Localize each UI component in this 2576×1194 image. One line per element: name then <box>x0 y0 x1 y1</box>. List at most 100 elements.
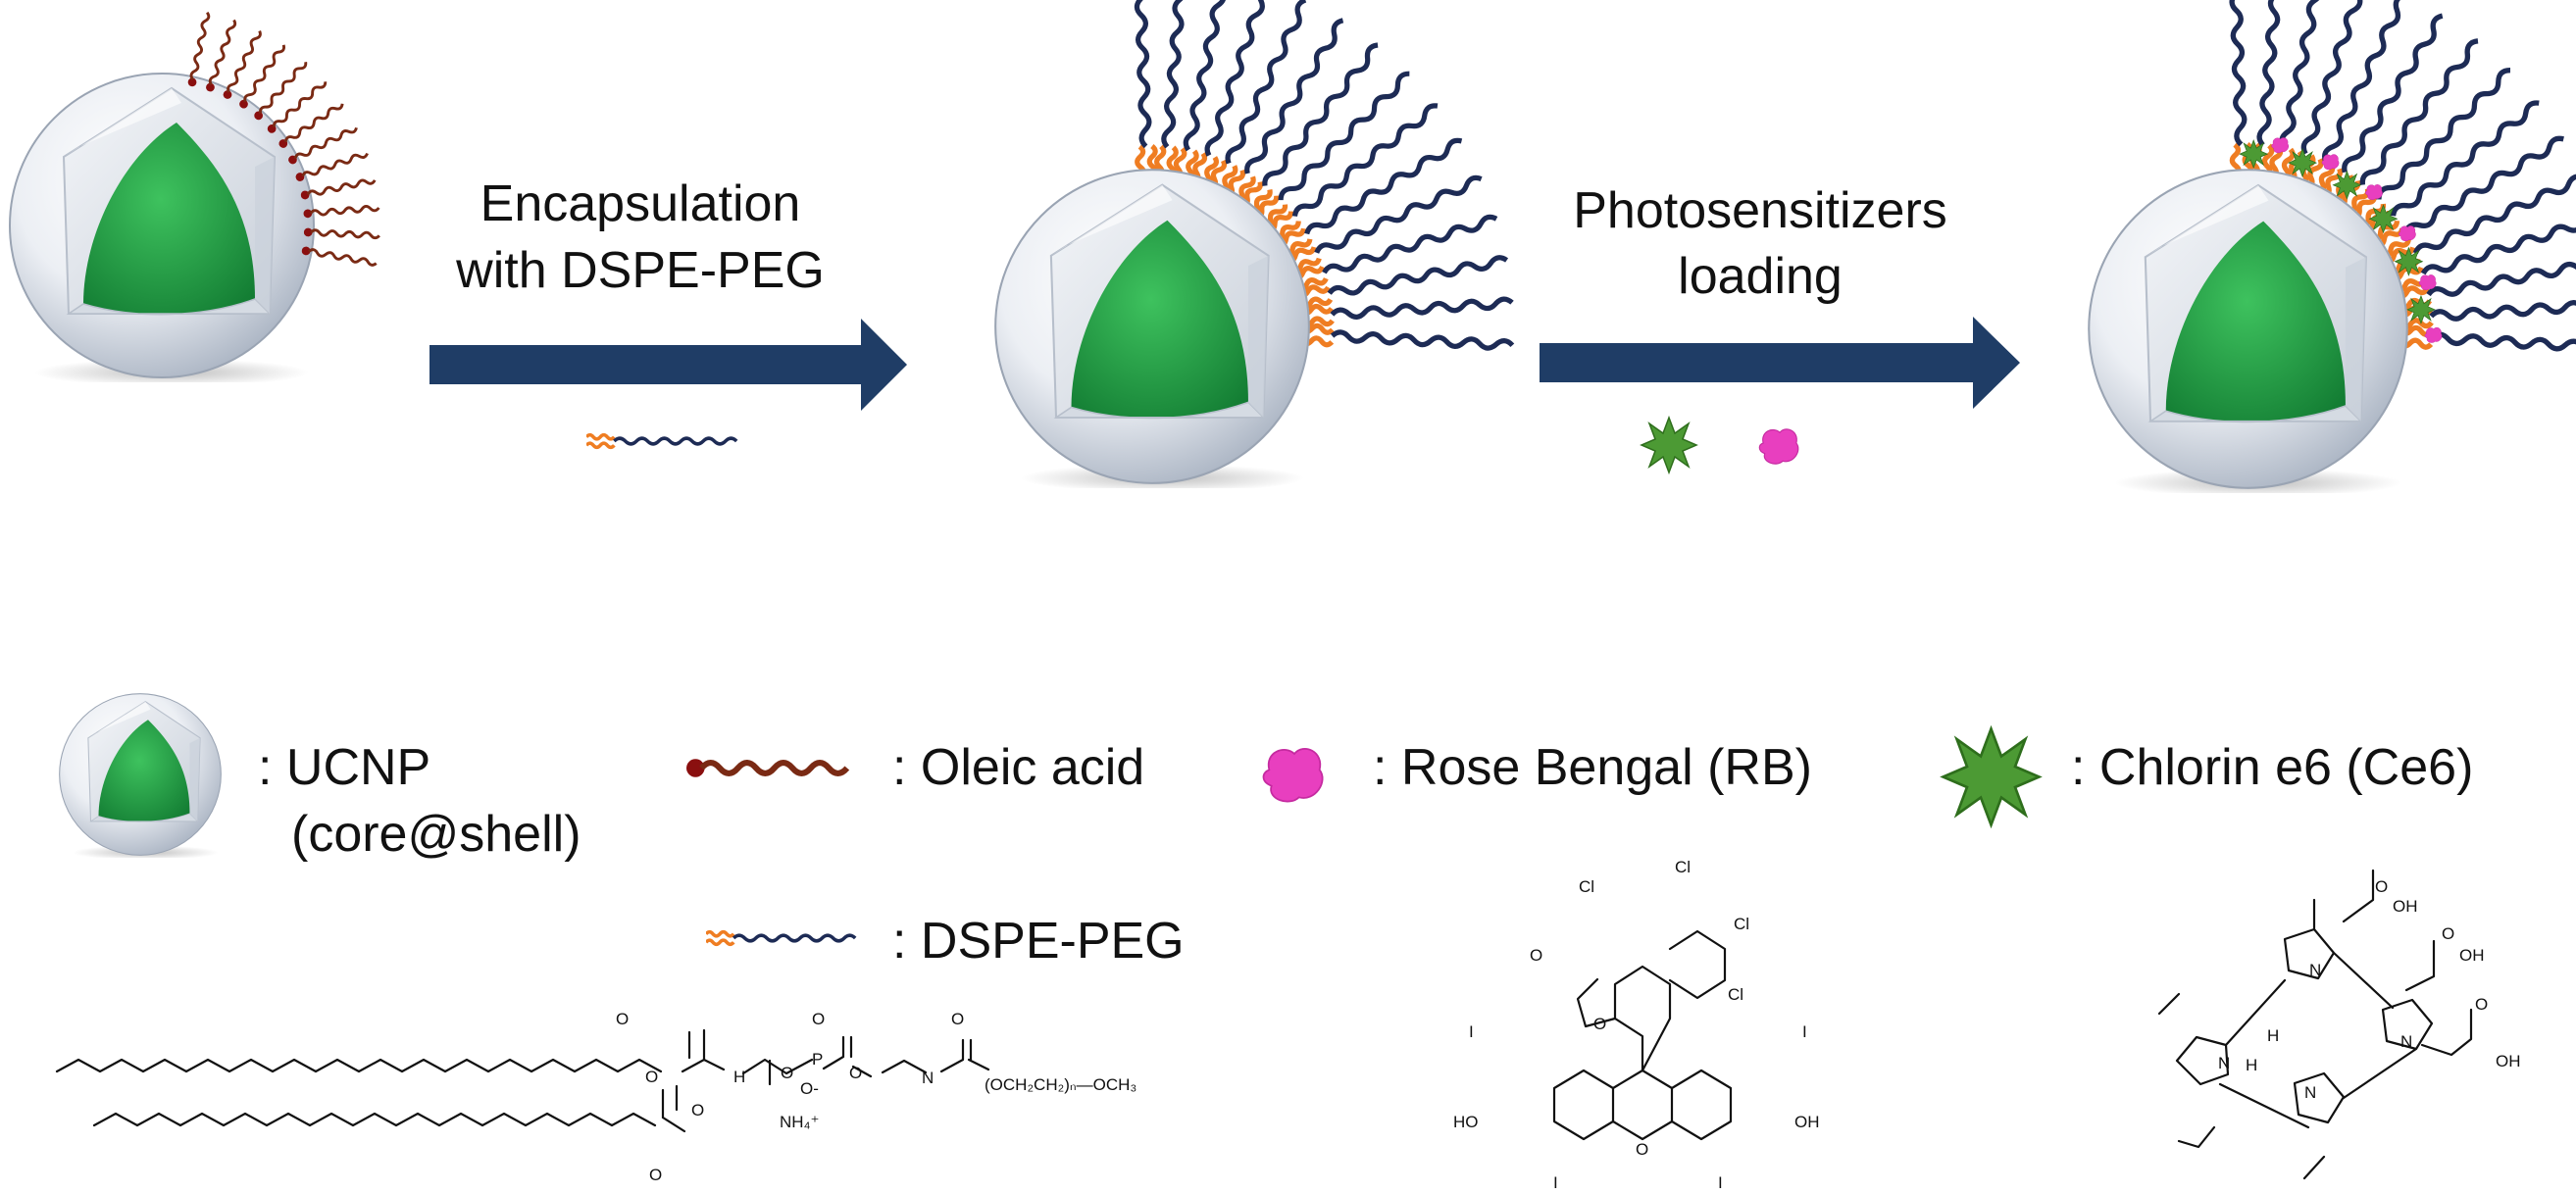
legend-rose-bengal-label: : Rose Bengal (RB) <box>1373 739 1812 796</box>
rose-bengal-blob-icon <box>2424 326 2443 343</box>
step-1-label-line1: Encapsulation <box>480 175 801 232</box>
chem-ce6-o3: O <box>2475 995 2488 1014</box>
legend-dspe-peg-icon <box>706 932 855 945</box>
chem-ce6-o2: O <box>2442 924 2454 943</box>
ucnp-particle-icon <box>9 73 315 382</box>
chem-ce6-oh1: OH <box>2393 897 2418 916</box>
step-1-label-line2: with DSPE-PEG <box>455 242 825 299</box>
chem-dspe-peg-tail: (OCH₂CH₂)ₙ—OCH₃ <box>985 1075 1136 1094</box>
oleic-acid-chain-icon <box>264 76 330 137</box>
dspe-peg-chain-icon <box>1245 67 1416 235</box>
particle-loaded <box>2088 0 2576 493</box>
step-encapsulation: Encapsulation with DSPE-PEG <box>429 175 907 450</box>
dspe-peg-chain-icon <box>2343 64 2517 235</box>
chem-rb-o-ring: O <box>1593 1015 1606 1033</box>
ucnp-particle-icon <box>994 169 1310 488</box>
chem-rb-oh1: HO <box>1453 1113 1479 1131</box>
rose-bengal-structure: Cl Cl Cl Cl O O O I I I I HO OH <box>1453 858 1820 1192</box>
chem-dspe-n: N <box>922 1069 934 1087</box>
dspe-peg-chain-icon <box>2389 326 2576 357</box>
oleic-acid-chain-icon <box>300 244 379 270</box>
dspe-peg-structure: O O H O O O P O O- O N O (OCH₂CH₂)ₙ—OCH₃… <box>55 1010 1136 1184</box>
legend-ucnp-icon <box>59 693 222 858</box>
chem-rb-i2: I <box>1802 1022 1807 1041</box>
oleic-acid-chain-icon <box>203 17 240 94</box>
chem-rb-cl2: Cl <box>1675 858 1691 876</box>
dspe-peg-chain-icon <box>1290 293 1513 326</box>
chem-rb-cl3: Cl <box>1734 915 1749 933</box>
chlorin-e6-structure: O OH O OH O OH N N N N H H <box>2157 869 2521 1180</box>
legend-oleic-acid-icon <box>686 759 847 777</box>
oleic-acid-chain-icon <box>302 201 381 221</box>
chem-ce6-n2: N <box>2309 961 2321 979</box>
dspe-peg-chain-icon <box>1154 0 1191 188</box>
oleic-acid-chain-icon <box>185 10 214 88</box>
chem-rb-o-carbonyl: O <box>1530 946 1542 965</box>
dspe-peg-reagent-icon <box>586 432 738 450</box>
chem-dspe-h: H <box>733 1068 745 1086</box>
rose-bengal-blob-icon <box>2418 274 2437 290</box>
rose-bengal-blob-icon <box>2365 184 2383 200</box>
chem-rb-i4: I <box>1718 1173 1723 1192</box>
legend-chlorin-e6-label: : Chlorin e6 (Ce6) <box>2071 739 2473 796</box>
chlorin-e6-star-icon <box>2406 295 2436 324</box>
rose-bengal-reagent-icon <box>1758 428 1799 465</box>
chem-dspe-p: P <box>812 1050 823 1069</box>
rose-bengal-blob-icon <box>2271 137 2290 154</box>
legend-chlorin-e6-icon <box>1942 727 2041 826</box>
chlorin-e6-star-icon <box>2333 171 2361 200</box>
dspe-peg-chain-icon <box>1290 324 1512 355</box>
chem-rb-cl1: Cl <box>1579 877 1594 896</box>
chem-dspe-o6: O <box>812 1010 825 1028</box>
chem-dspe-o-minus: O- <box>800 1079 819 1098</box>
legend-ucnp-sublabel: (core@shell) <box>291 806 581 863</box>
step-2-label-line2: loading <box>1678 248 1843 305</box>
particle-dspe-coated <box>994 0 1513 488</box>
chem-ce6-h2: H <box>2267 1026 2279 1045</box>
chem-rb-cl4: Cl <box>1728 985 1743 1004</box>
chem-dspe-o2: O <box>645 1068 658 1086</box>
legend-dspe-peg-label: : DSPE-PEG <box>892 913 1185 970</box>
chem-dspe-o4: O <box>649 1166 662 1184</box>
chem-ce6-n4: N <box>2304 1083 2316 1102</box>
step-2-label-line1: Photosensitizers <box>1573 182 1947 239</box>
chem-dspe-o8: O <box>951 1010 964 1028</box>
chem-ce6-n1: N <box>2218 1054 2230 1072</box>
particle-oleic-coated <box>9 10 381 382</box>
chem-ce6-o1: O <box>2375 877 2388 896</box>
chlorin-e6-star-icon <box>2369 204 2398 233</box>
legend: : UCNP (core@shell) : Oleic acid : Rose … <box>59 693 2473 970</box>
chem-rb-i3: I <box>1553 1173 1558 1192</box>
chem-dspe-ammonium: NH₄⁺ <box>780 1113 819 1131</box>
legend-ucnp-label: : UCNP <box>258 739 430 796</box>
legend-oleic-acid-label: : Oleic acid <box>892 739 1144 796</box>
chem-rb-o-bridge: O <box>1636 1140 1648 1159</box>
chem-dspe-o5: O <box>781 1064 793 1082</box>
rose-bengal-blob-icon <box>2399 225 2416 242</box>
legend-rose-bengal-icon <box>1262 747 1324 803</box>
chlorin-e6-reagent-icon <box>1641 417 1697 473</box>
chlorin-e6-star-icon <box>2395 247 2423 276</box>
chem-rb-i1: I <box>1469 1022 1474 1041</box>
oleic-acid-chain-icon <box>235 40 289 112</box>
chlorin-e6-star-icon <box>2239 139 2268 169</box>
chem-dspe-o1: O <box>616 1010 629 1028</box>
process-arrow-icon <box>1540 317 2020 409</box>
chlorin-e6-star-icon <box>2288 148 2317 177</box>
ucnp-particle-icon <box>2088 169 2408 493</box>
dspe-peg-chain-icon <box>2299 0 2412 204</box>
chem-ce6-n3: N <box>2400 1032 2412 1051</box>
rose-bengal-blob-icon <box>2321 154 2340 171</box>
chem-ce6-oh2: OH <box>2459 946 2485 965</box>
chem-dspe-o3: O <box>691 1101 704 1119</box>
step-photosensitizer-loading: Photosensitizers loading <box>1540 182 2020 473</box>
process-arrow-icon <box>429 319 907 411</box>
dspe-peg-chain-icon <box>1131 0 1157 187</box>
chem-ce6-h1: H <box>2246 1056 2257 1074</box>
oleic-acid-chain-icon <box>250 57 311 124</box>
chem-rb-oh2: OH <box>1794 1113 1820 1131</box>
oleic-acid-chain-icon <box>303 225 381 242</box>
chem-ce6-oh3: OH <box>2496 1052 2521 1070</box>
chem-dspe-o7: O <box>849 1064 862 1082</box>
